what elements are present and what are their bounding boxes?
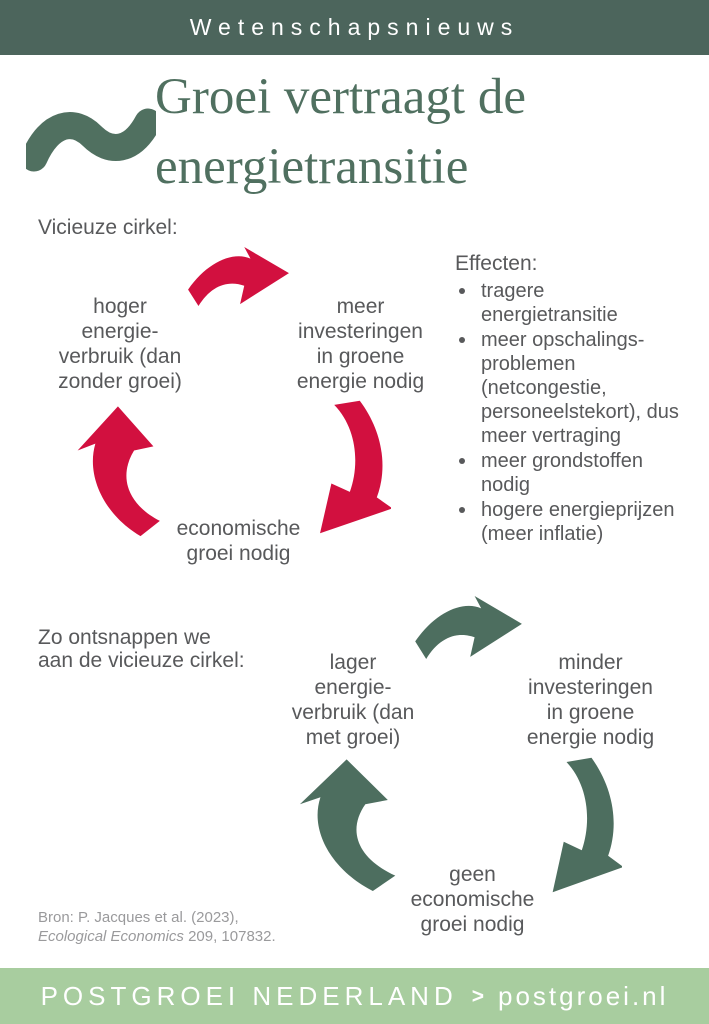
green-node-energy: lager energie- verbruik (dan met groei) (262, 650, 444, 750)
footer-bar: POSTGROEI NEDERLAND > postgroei.nl (0, 968, 709, 1024)
node-line: investeringen (298, 320, 423, 343)
effects-title: Effecten: (455, 252, 538, 275)
node-line: economische (410, 888, 535, 911)
green-node-growth: geen economische groei nodig (380, 862, 565, 937)
source-journal: Ecological Economics (38, 928, 184, 945)
page-title-line: energietransitie (155, 139, 469, 195)
node-line: economische (176, 517, 301, 540)
node-line: verbruik (dan (291, 701, 415, 724)
footer-brand: POSTGROEI NEDERLAND (40, 980, 458, 1011)
effect-text: meer opschalings-problemen (netcongestie… (481, 329, 679, 447)
bullet-dot-icon (459, 288, 465, 294)
node-line: in groene (316, 345, 405, 368)
node-line: energie- (81, 320, 159, 343)
source-citation: Bron: P. Jacques et al. (2023), Ecologic… (38, 908, 276, 946)
node-line: groei nodig (186, 542, 291, 565)
effect-item: meer grondstoffen nodig (455, 449, 695, 497)
red-node-investment: meer investeringen in groene energie nod… (268, 294, 453, 394)
effect-item: meer opschalings-problemen (netcongestie… (455, 328, 695, 448)
effect-item: tragere energietransitie (455, 279, 695, 327)
header-bar: Wetenschapsnieuws (0, 0, 709, 55)
node-line: energie- (314, 676, 392, 699)
effect-text: hogere energieprijzen (meer inflatie) (481, 499, 675, 545)
green-cycle-arrow-top-icon (415, 596, 522, 659)
node-line: investeringen (528, 676, 653, 699)
effect-text: tragere energietransitie (481, 280, 618, 326)
escape-label-line: Zo ontsnappen we (38, 626, 211, 649)
node-line: verbruik (dan (58, 345, 182, 368)
red-cycle-arrow-right-icon (320, 400, 391, 534)
source-line: Bron: P. Jacques et al. (2023), (38, 909, 239, 926)
red-node-energy: hoger energie- verbruik (dan zonder groe… (30, 294, 210, 394)
node-line: energie nodig (526, 726, 655, 749)
green-cycle-arrow-left-icon (299, 759, 396, 891)
source-suffix: 209, 107832. (183, 928, 276, 945)
red-cycle-arrow-top-icon (188, 247, 289, 307)
green-node-investment: minder investeringen in groene energie n… (498, 650, 683, 750)
node-line: met groei) (305, 726, 401, 749)
page-title-line: Groei vertraagt de (155, 69, 526, 125)
effect-item: hogere energieprijzen (meer inflatie) (455, 498, 695, 546)
chevron-right-icon: > (471, 985, 484, 1008)
node-line: geen (449, 863, 496, 886)
source-line: Ecological Economics 209, 107832. (38, 927, 276, 946)
escape-cycle-label: Zo ontsnappen we aan de vicieuze cirkel: (38, 626, 245, 672)
bullet-dot-icon (459, 507, 465, 513)
effects-panel: Effecten: tragere energietransitie meer … (455, 252, 695, 547)
green-cycle-arrow-right-icon (552, 757, 622, 893)
node-line: minder (558, 651, 623, 674)
red-node-growth: economische groei nodig (146, 516, 331, 566)
node-line: energie nodig (296, 370, 425, 393)
node-line: hoger (93, 295, 147, 318)
effect-text: meer grondstoffen nodig (481, 450, 643, 496)
header-title: Wetenschapsnieuws (189, 14, 520, 40)
node-line: lager (329, 651, 377, 674)
escape-label-line: aan de vicieuze cirkel: (38, 649, 245, 672)
node-line: groei nodig (420, 913, 525, 936)
tilde-logo-icon (26, 108, 156, 172)
footer-link[interactable]: postgroei.nl (498, 980, 669, 1011)
node-line: zonder groei) (58, 370, 182, 393)
red-cycle-arrow-left-icon (77, 406, 160, 537)
bullet-dot-icon (459, 458, 465, 464)
node-line: in groene (546, 701, 635, 724)
effects-list: tragere energietransitie meer opschaling… (455, 279, 695, 546)
bullet-dot-icon (459, 337, 465, 343)
page-title: Groei vertraagt de energietransitie (155, 62, 675, 202)
node-line: meer (336, 295, 385, 318)
vicious-cycle-label: Vicieuze cirkel: (38, 216, 178, 239)
